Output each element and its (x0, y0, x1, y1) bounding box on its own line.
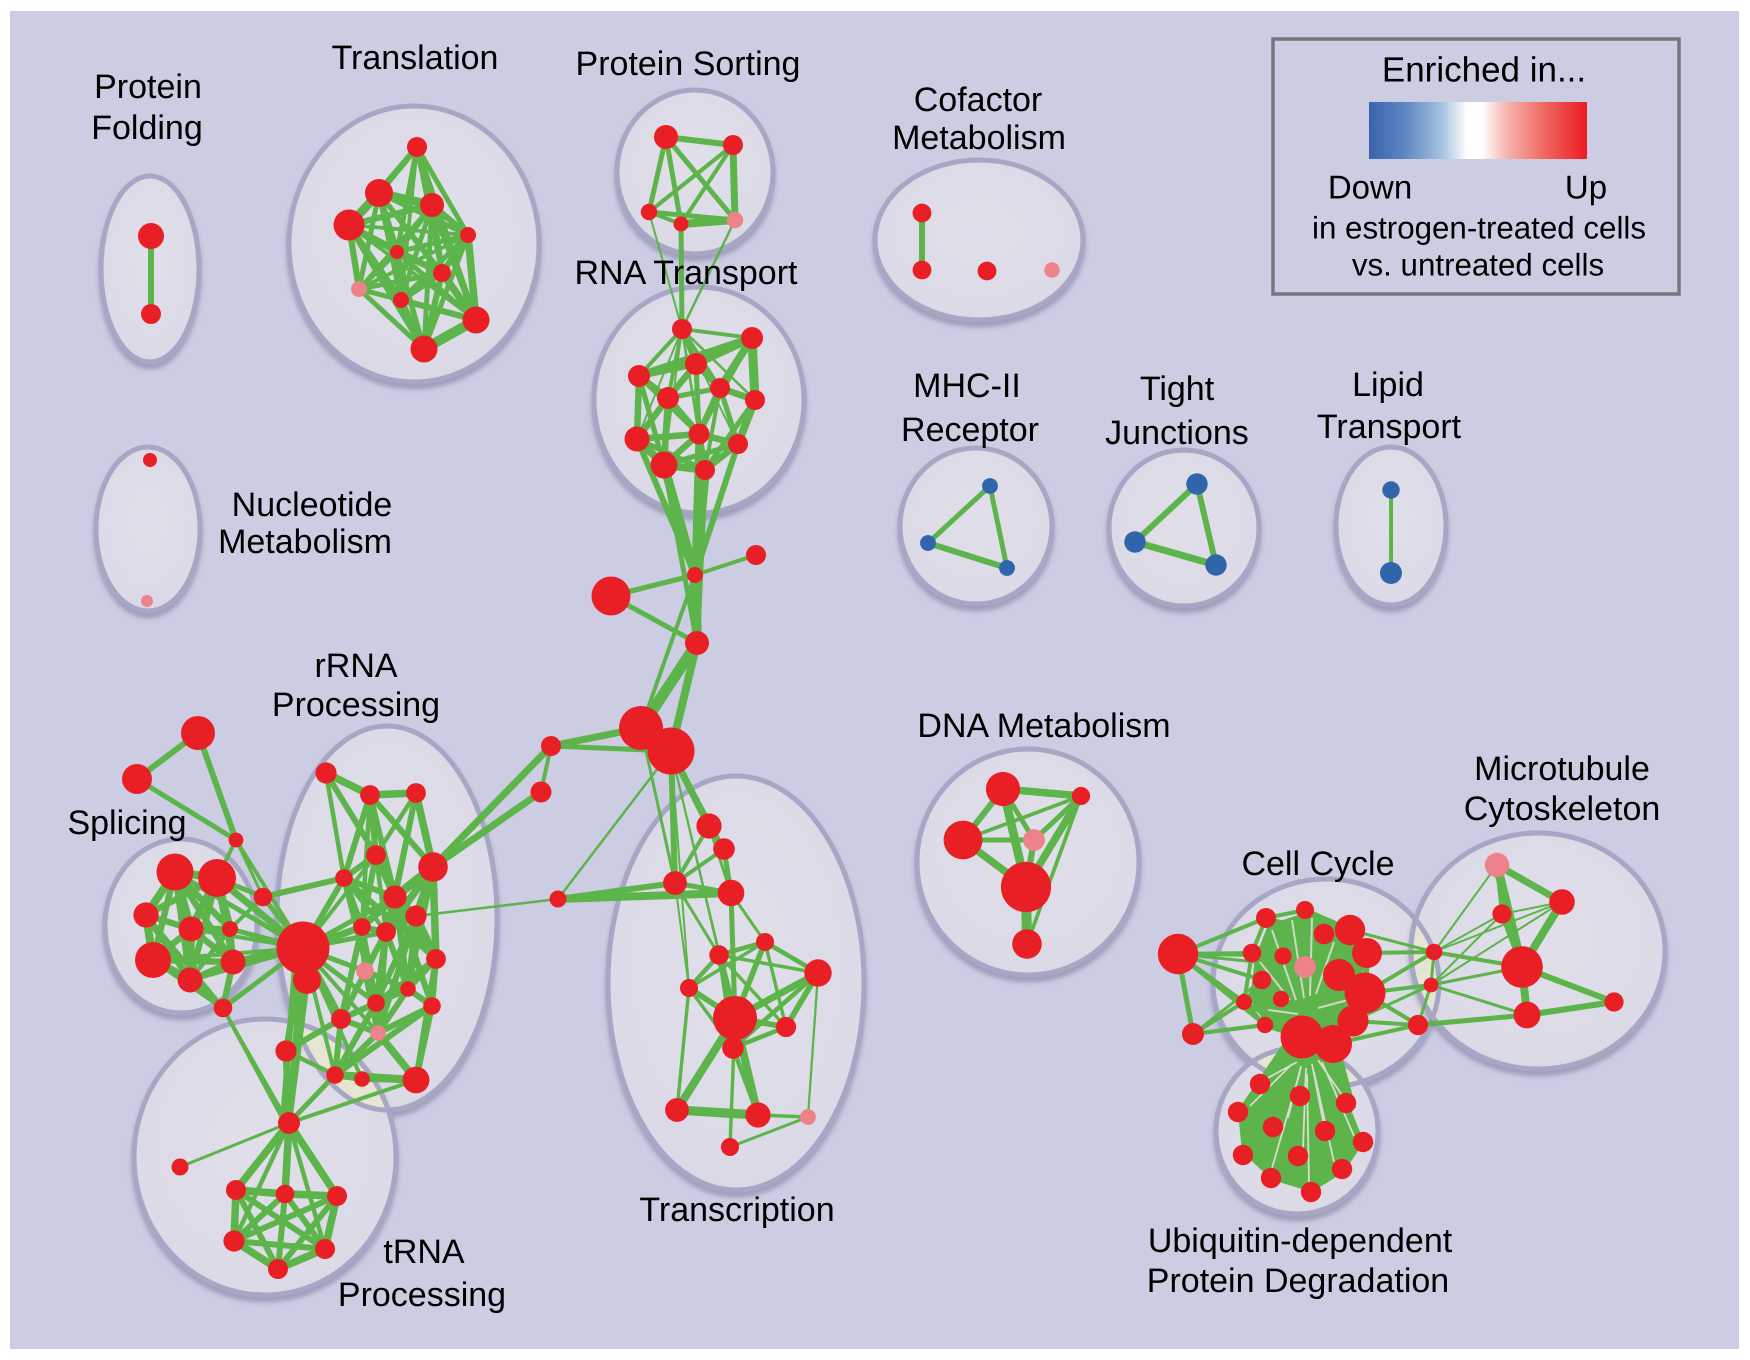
svg-text:Folding: Folding (91, 109, 203, 147)
svg-text:Transport: Transport (1317, 408, 1462, 446)
svg-text:Processing: Processing (272, 686, 440, 724)
svg-text:Receptor: Receptor (901, 411, 1039, 449)
svg-text:vs. untreated cells: vs. untreated cells (1352, 248, 1604, 283)
svg-text:MHC-II: MHC-II (913, 367, 1021, 405)
svg-text:Metabolism: Metabolism (218, 523, 392, 561)
svg-text:Nucleotide: Nucleotide (232, 486, 393, 524)
svg-text:Splicing: Splicing (67, 804, 186, 842)
svg-text:Enriched in...: Enriched in... (1382, 51, 1586, 90)
svg-text:rRNA: rRNA (314, 647, 397, 685)
svg-text:Down: Down (1328, 169, 1412, 206)
svg-text:Processing: Processing (338, 1276, 506, 1314)
svg-text:Ubiquitin-dependent: Ubiquitin-dependent (1148, 1222, 1453, 1260)
svg-text:Protein Sorting: Protein Sorting (576, 45, 801, 83)
svg-text:Lipid: Lipid (1352, 366, 1424, 404)
svg-text:in estrogen-treated cells: in estrogen-treated cells (1312, 211, 1646, 246)
svg-text:Tight: Tight (1140, 370, 1215, 408)
svg-text:Cofactor: Cofactor (914, 81, 1043, 119)
svg-text:tRNA: tRNA (383, 1233, 465, 1271)
svg-text:Cytoskeleton: Cytoskeleton (1464, 790, 1661, 828)
svg-text:Protein Degradation: Protein Degradation (1147, 1262, 1449, 1300)
svg-text:Transcription: Transcription (639, 1191, 834, 1229)
svg-text:Translation: Translation (332, 39, 499, 77)
svg-text:Protein: Protein (94, 68, 202, 106)
svg-text:Up: Up (1565, 169, 1607, 206)
svg-text:RNA Transport: RNA Transport (575, 254, 799, 292)
svg-text:Cell Cycle: Cell Cycle (1241, 845, 1394, 883)
svg-text:DNA Metabolism: DNA Metabolism (917, 707, 1170, 745)
svg-text:Junctions: Junctions (1105, 414, 1249, 452)
svg-text:Microtubule: Microtubule (1474, 750, 1650, 788)
svg-text:Metabolism: Metabolism (892, 119, 1066, 157)
